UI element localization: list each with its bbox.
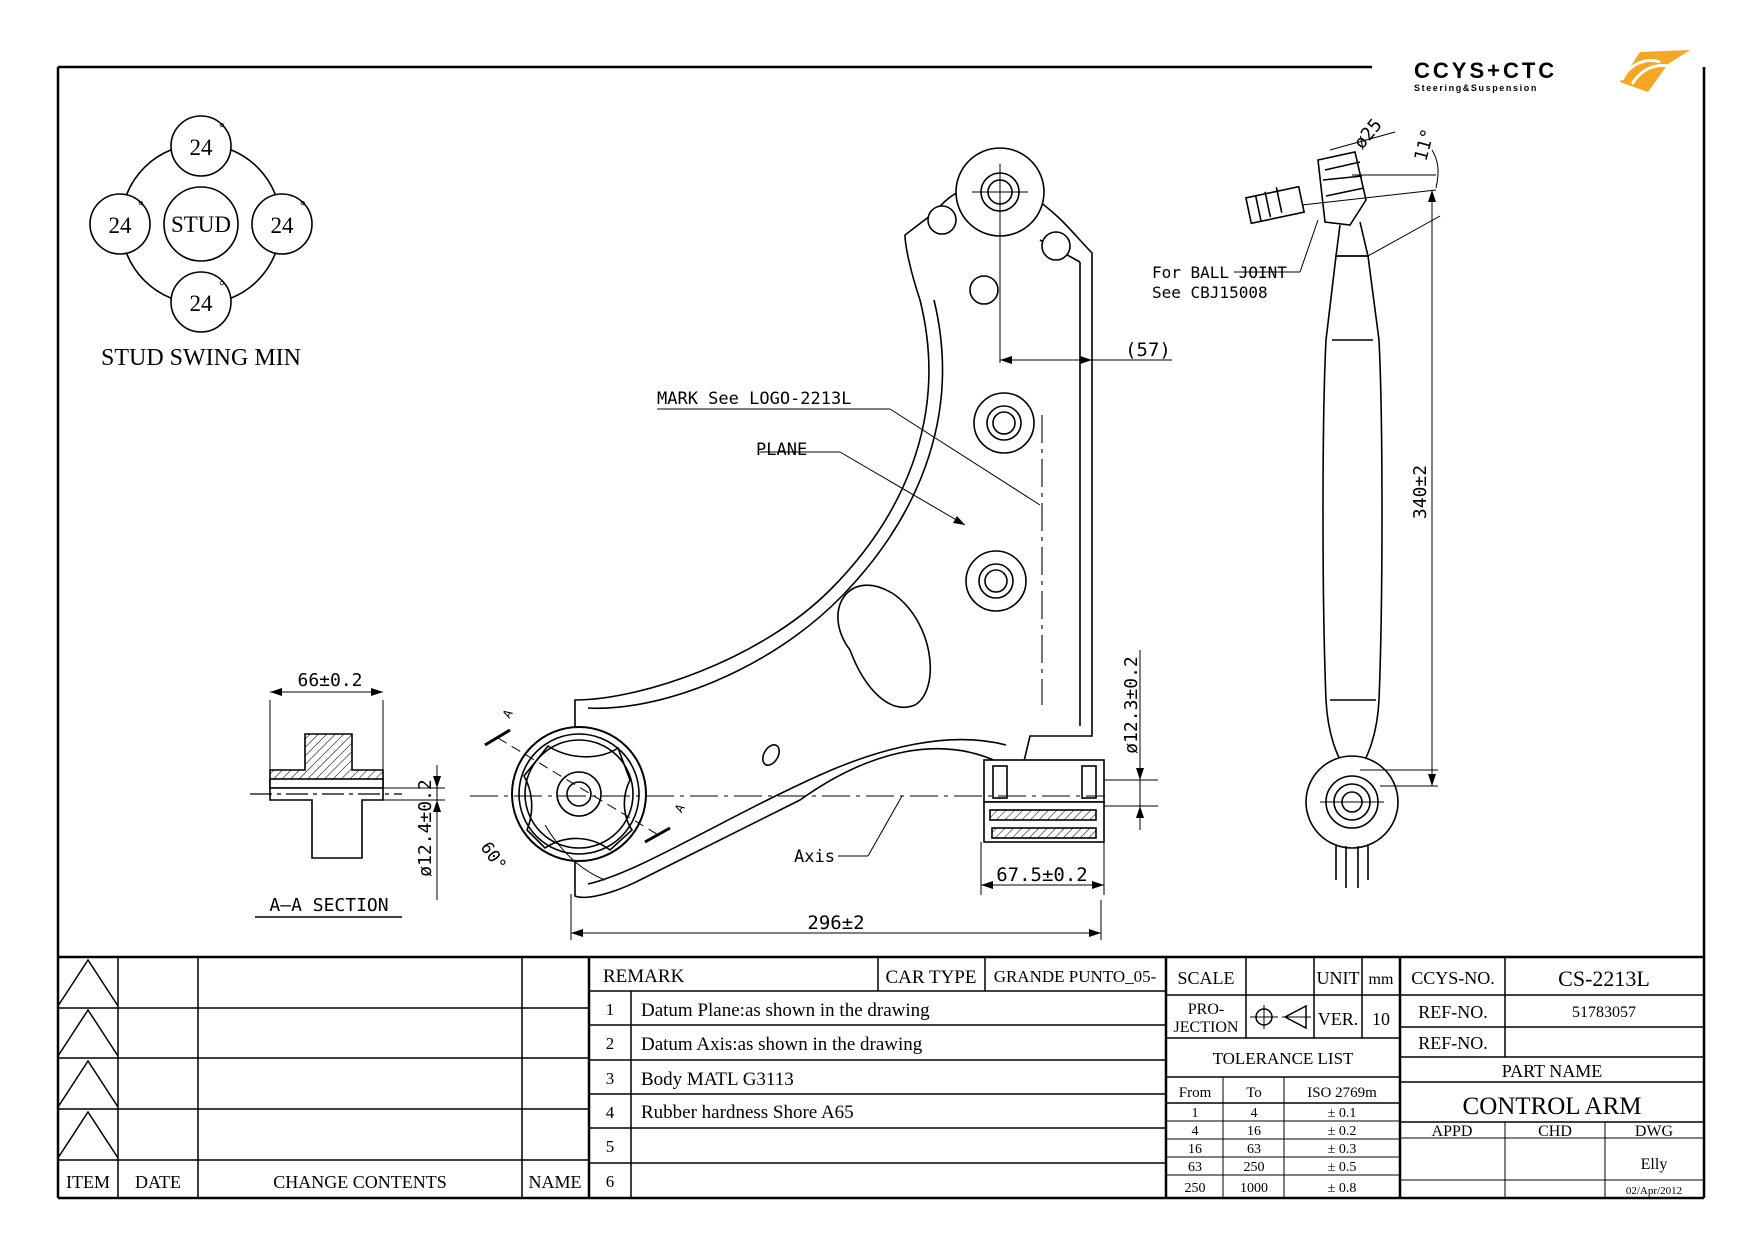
axis-label: Axis (794, 847, 835, 867)
ref-value-1: 51783057 (1572, 1004, 1636, 1021)
dim-11: 11° (1411, 126, 1440, 163)
car-type-label: CAR TYPE (886, 967, 977, 988)
plane-label: PLANE (756, 440, 807, 460)
tol-value: ± 0.8 (1328, 1181, 1357, 1196)
tol-from: 63 (1188, 1160, 1202, 1175)
tol-from: 1 (1192, 1106, 1199, 1121)
remark-no: 2 (606, 1034, 615, 1053)
ball-joint-note-2: See CBJ15008 (1152, 283, 1268, 302)
logo-tagline: Steering&Suspension (1414, 83, 1538, 93)
ver-value: 10 (1372, 1009, 1390, 1029)
section-width-dim: 66±0.2 (297, 670, 362, 691)
tolerance-rows: 1 4 ± 0.1 4 16 ± 0.2 16 63 ± 0.3 63 250 … (1185, 1106, 1357, 1196)
tol-from: 16 (1188, 1142, 1202, 1157)
section-height-dim: ø12.4±0.2 (415, 779, 436, 877)
scale-label: SCALE (1177, 968, 1234, 988)
mark-label: MARK See LOGO-2213L (657, 389, 851, 409)
projection-label-1: PRO- (1188, 1001, 1224, 1018)
section-marker-top: A (500, 707, 516, 721)
logo-wing-stroke (1620, 59, 1669, 85)
rev-col-date: DATE (135, 1172, 181, 1192)
stud-top-degree: ° (219, 121, 225, 136)
tol-to: 250 (1244, 1160, 1265, 1175)
section-marker-bottom: A (672, 801, 688, 815)
part-name-label: PART NAME (1502, 1061, 1602, 1081)
stud-swing-diagram (89, 115, 313, 333)
stud-bottom-value: 24 (190, 291, 214, 316)
remark-no: 4 (606, 1103, 615, 1122)
rev-col-item: ITEM (66, 1172, 110, 1192)
ccys-value: CS-2213L (1558, 966, 1650, 991)
dim-25: ø25 (1350, 115, 1387, 153)
stud-swing-caption: STUD SWING MIN (101, 345, 301, 371)
title-block-grid (57, 955, 1704, 1198)
company-logo: CCYS+CTC Steering&Suspension (1414, 50, 1690, 93)
tol-header-from: From (1179, 1085, 1212, 1101)
stud-top-value: 24 (190, 135, 214, 160)
tol-from: 4 (1192, 1124, 1199, 1139)
projection-label-2: JECTION (1174, 1019, 1239, 1036)
unit-value: mm (1369, 971, 1394, 988)
remark-no: 3 (606, 1069, 615, 1088)
stud-left-degree: ° (138, 199, 144, 214)
ccys-label: CCYS-NO. (1411, 968, 1495, 988)
tolerance-title: TOLERANCE LIST (1213, 1049, 1354, 1068)
ref-label-2: REF-NO. (1418, 1033, 1488, 1053)
tol-to: 4 (1251, 1106, 1258, 1121)
dwg-label: DWG (1635, 1123, 1674, 1140)
remark-no: 5 (606, 1137, 615, 1156)
remark-text: Body MATL G3113 (641, 1069, 794, 1090)
remark-header: REMARK (603, 966, 685, 987)
tol-to: 1000 (1240, 1181, 1268, 1196)
sheet-border (56, 65, 1706, 1200)
dim-57: (57) (1125, 339, 1171, 361)
stud-bottom-degree: ° (219, 279, 225, 294)
dim-340: 340±2 (1410, 465, 1431, 519)
tol-header-std: ISO 2769m (1307, 1085, 1377, 1101)
remark-text: Rubber hardness Shore A65 (641, 1102, 854, 1123)
part-name-value: CONTROL ARM (1463, 1093, 1642, 1120)
stud-right-degree: ° (300, 199, 306, 214)
remark-numbers: 1 2 3 4 5 6 (606, 1000, 615, 1191)
ref-label-1: REF-NO. (1418, 1002, 1488, 1022)
tol-value: ± 0.1 (1328, 1106, 1357, 1121)
unit-label: UNIT (1317, 968, 1360, 988)
remark-text: Datum Plane:as shown in the drawing (641, 1000, 930, 1021)
logo-brand: CCYS+CTC (1414, 58, 1557, 83)
tol-to: 63 (1247, 1142, 1261, 1157)
control-arm-main-view (470, 147, 1172, 940)
tol-from: 250 (1185, 1181, 1206, 1196)
section-view (250, 688, 445, 918)
ball-joint-note-1: For BALL JOINT (1152, 263, 1287, 282)
stud-center-label: STUD (171, 212, 231, 237)
section-caption: A–A SECTION (269, 895, 388, 916)
dim-diameter: ø12.3±0.2 (1121, 656, 1142, 754)
angle-label: 60° (476, 838, 510, 875)
car-type-value: GRANDE PUNTO_05- (994, 967, 1157, 986)
control-arm-side-view (1234, 131, 1441, 888)
tol-value: ± 0.3 (1328, 1142, 1357, 1157)
stud-right-value: 24 (271, 213, 295, 238)
dwg-name: Elly (1641, 1156, 1668, 1173)
remark-no: 6 (606, 1172, 615, 1191)
dwg-date: 02/Apr/2012 (1626, 1185, 1682, 1197)
tol-value: ± 0.2 (1328, 1124, 1357, 1139)
chd-label: CHD (1538, 1123, 1572, 1140)
dim-67-5: 67.5±0.2 (996, 864, 1088, 886)
tol-header-to: To (1246, 1085, 1262, 1101)
stud-left-value: 24 (109, 213, 133, 238)
tol-to: 16 (1247, 1124, 1261, 1139)
tol-value: ± 0.5 (1328, 1160, 1357, 1175)
rev-col-name: NAME (529, 1172, 582, 1192)
rev-col-contents: CHANGE CONTENTS (273, 1172, 447, 1192)
logo-wing-icon (1620, 50, 1690, 92)
dim-296: 296±2 (807, 912, 864, 934)
ver-label: VER. (1318, 1009, 1359, 1029)
remark-text: Datum Axis:as shown in the drawing (641, 1034, 923, 1055)
remark-no: 1 (606, 1000, 615, 1019)
appd-label: APPD (1432, 1123, 1473, 1140)
